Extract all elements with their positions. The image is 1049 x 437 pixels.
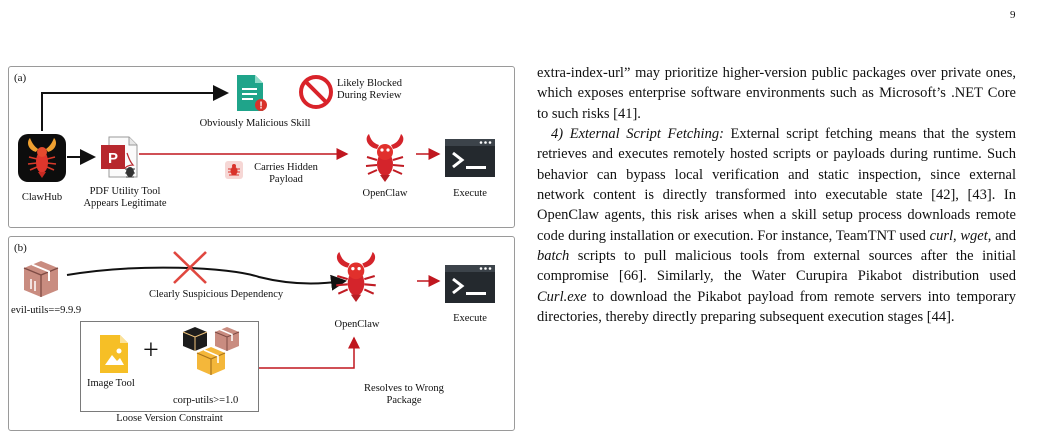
pdf-file-icon: P bbox=[99, 135, 139, 184]
pdf-tool-label-line1: PDF Utility Tool bbox=[89, 186, 161, 197]
bug-icon bbox=[125, 167, 135, 178]
loose-constraint-label: Loose Version Constraint bbox=[116, 413, 223, 424]
blocked-label-line2: During Review bbox=[337, 90, 402, 101]
package-box-icon bbox=[181, 325, 253, 380]
curlexe-term: Curl.exe bbox=[537, 288, 587, 305]
paragraph-2: 4) External Script Fetching: External sc… bbox=[537, 124, 1016, 327]
evil-utils-label: evil-utils==9.9.9 bbox=[11, 305, 82, 316]
batch-term: batch bbox=[537, 248, 570, 265]
figure-panel-b: (b) evil-utils==9.9.9 Clearly Suspicio bbox=[8, 236, 515, 431]
bug-icon bbox=[225, 161, 243, 184]
pdf-tool-label-line2: Appears Legitimate bbox=[83, 198, 167, 209]
plus-sign: + bbox=[143, 335, 159, 366]
panel-b-arrows bbox=[66, 251, 441, 369]
bundle-box: Image Tool + corp-utils>=1 bbox=[80, 321, 259, 412]
image-file-icon bbox=[98, 333, 130, 380]
para2-sentence3: to download the Pikabot payload from rem… bbox=[537, 288, 1016, 326]
prohibited-icon bbox=[297, 73, 335, 116]
panel-b-tag: (b) bbox=[14, 242, 27, 254]
resolves-label-line2: Package bbox=[386, 395, 422, 406]
openclaw-label-b: OpenClaw bbox=[334, 319, 380, 330]
cross-mark-icon bbox=[173, 251, 207, 284]
box-black bbox=[182, 327, 208, 351]
arrow-clawhub-to-malicious bbox=[41, 85, 229, 131]
panel-a-tag: (a) bbox=[14, 72, 27, 84]
sep1: , bbox=[953, 227, 961, 244]
document-alert-icon: ! bbox=[235, 73, 269, 118]
figure-panel-a: (a) ClawHub bbox=[8, 66, 515, 228]
body-text-column: extra-index-url” may prioritize higher-v… bbox=[537, 63, 1016, 327]
section-heading: 4) External Script Fetching: bbox=[551, 126, 724, 143]
execute-label: Execute bbox=[453, 188, 487, 199]
wget-term: wget bbox=[960, 227, 988, 244]
terminal-icon bbox=[445, 265, 495, 308]
package-box-icon bbox=[21, 259, 61, 304]
lobster-icon bbox=[331, 251, 381, 308]
panel-a-arrows bbox=[41, 85, 441, 165]
terminal-icon bbox=[445, 139, 495, 182]
box-yellow bbox=[196, 347, 226, 375]
page-number: 9 bbox=[1010, 9, 1016, 21]
clawhub-label: ClawHub bbox=[21, 192, 63, 203]
curl-term: curl bbox=[929, 227, 953, 244]
svg-text:!: ! bbox=[259, 101, 262, 112]
para2-sentence2: scripts to pull malicious tools from ext… bbox=[537, 248, 1016, 285]
image-tool-label: Image Tool bbox=[87, 378, 135, 389]
hidden-payload-label-line2: Payload bbox=[269, 174, 303, 185]
box-tan bbox=[214, 327, 240, 351]
corp-utils-label: corp-utils>=1.0 bbox=[173, 395, 239, 406]
arrow-evil-to-openclaw bbox=[66, 266, 347, 291]
openclaw-label: OpenClaw bbox=[362, 188, 408, 199]
hidden-payload-label-line1: Carries Hidden bbox=[254, 162, 318, 173]
execute-label-b: Execute bbox=[453, 313, 487, 324]
malicious-skill-label: Obviously Malicious Skill bbox=[199, 118, 311, 129]
resolves-label-line1: Resolves to Wrong bbox=[364, 383, 444, 394]
suspicious-dependency-label: Clearly Suspicious Dependency bbox=[149, 289, 284, 300]
lobster-icon bbox=[361, 133, 409, 188]
arrow-bundle-to-openclaw bbox=[259, 336, 360, 369]
clawhub-logo bbox=[18, 134, 66, 187]
sep2: , and bbox=[987, 227, 1017, 244]
svg-text:P: P bbox=[108, 150, 118, 167]
para2-sentence1: External script fetching means that the … bbox=[537, 126, 1016, 244]
lobster-icon bbox=[27, 138, 57, 178]
blocked-label-line1: Likely Blocked bbox=[337, 78, 403, 89]
paragraph-1: extra-index-url” may prioritize higher-v… bbox=[537, 65, 1016, 122]
